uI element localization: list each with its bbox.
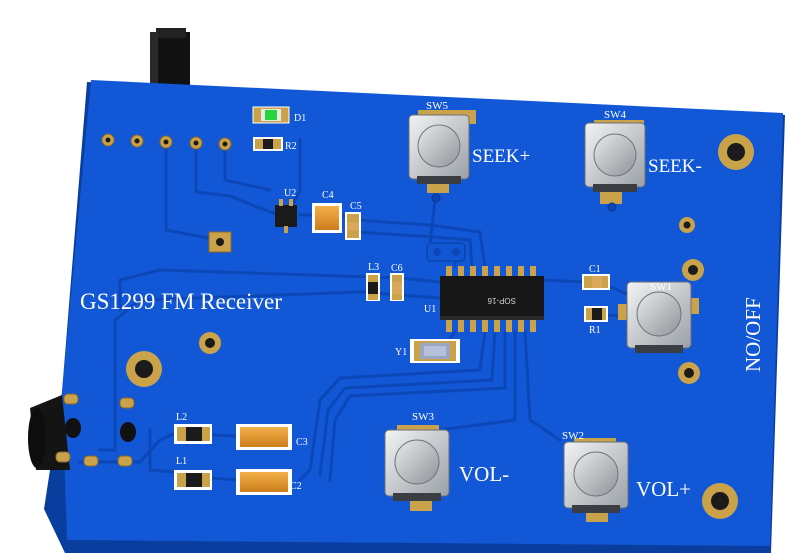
capacitor-c5 [345,212,361,240]
mounting-hole-icon [126,134,754,519]
label-vol-minus: VOL- [459,462,509,486]
button-sw1[interactable] [618,281,699,353]
silkscreen: GS1299 FM Receiver SW5 SW4 SW1 SW3 SW2 S… [80,100,765,501]
button-sw5[interactable] [408,110,476,203]
label-sw3: SW3 [412,411,435,423]
label-sw1: SW1 [650,281,672,293]
label-c1: C1 [589,264,601,275]
inductor-l2 [174,424,212,444]
label-u2: U2 [284,188,296,199]
label-sw2: SW2 [562,430,584,442]
label-l2: L2 [176,412,187,423]
label-sw5: SW5 [426,100,449,112]
label-u1: U1 [424,304,436,315]
label-y1: Y1 [395,347,407,358]
label-c4: C4 [322,190,334,201]
resistor-r1 [584,306,608,322]
label-d1: D1 [294,113,306,124]
label-c6: C6 [391,263,403,274]
label-no-off: NO/OFF [741,297,765,372]
capacitor-c2 [236,469,292,495]
led-icon [252,106,290,124]
tactile-button-icon[interactable] [384,110,699,522]
capacitor-c3 [236,424,292,450]
label-seek-plus: SEEK+ [472,146,530,167]
capacitor-c4 [312,203,342,233]
label-c2: C2 [290,481,302,492]
chip-u1 [440,266,544,332]
label-vol-plus: VOL+ [636,477,691,501]
label-c5: C5 [350,201,362,212]
label-r2: R2 [285,141,297,152]
label-sw4: SW4 [604,109,627,121]
header-pins [101,133,232,151]
slide-switch-icon[interactable] [150,28,190,90]
label-seek-minus: SEEK- [648,156,702,177]
test-pad [208,231,232,253]
label-r1: R1 [589,325,601,336]
button-sw3[interactable] [384,425,450,511]
inductor-l3 [366,273,380,301]
label-l1: L1 [176,456,187,467]
board-title: GS1299 FM Receiver [80,289,282,314]
label-c3: C3 [296,437,308,448]
transistor-u2 [275,199,297,233]
inductor-l1 [174,470,212,490]
resistor-r2 [253,137,283,151]
chip-marking: SOP-16 [487,296,516,305]
button-sw2[interactable] [563,438,629,522]
pad-u1-top [426,242,466,262]
crystal-y1 [410,339,460,363]
capacitor-c1 [582,274,610,290]
capacitor-c6 [390,273,404,301]
button-sw4[interactable] [584,120,646,212]
audio-jack-icon[interactable] [28,393,136,470]
label-l3: L3 [368,262,379,273]
